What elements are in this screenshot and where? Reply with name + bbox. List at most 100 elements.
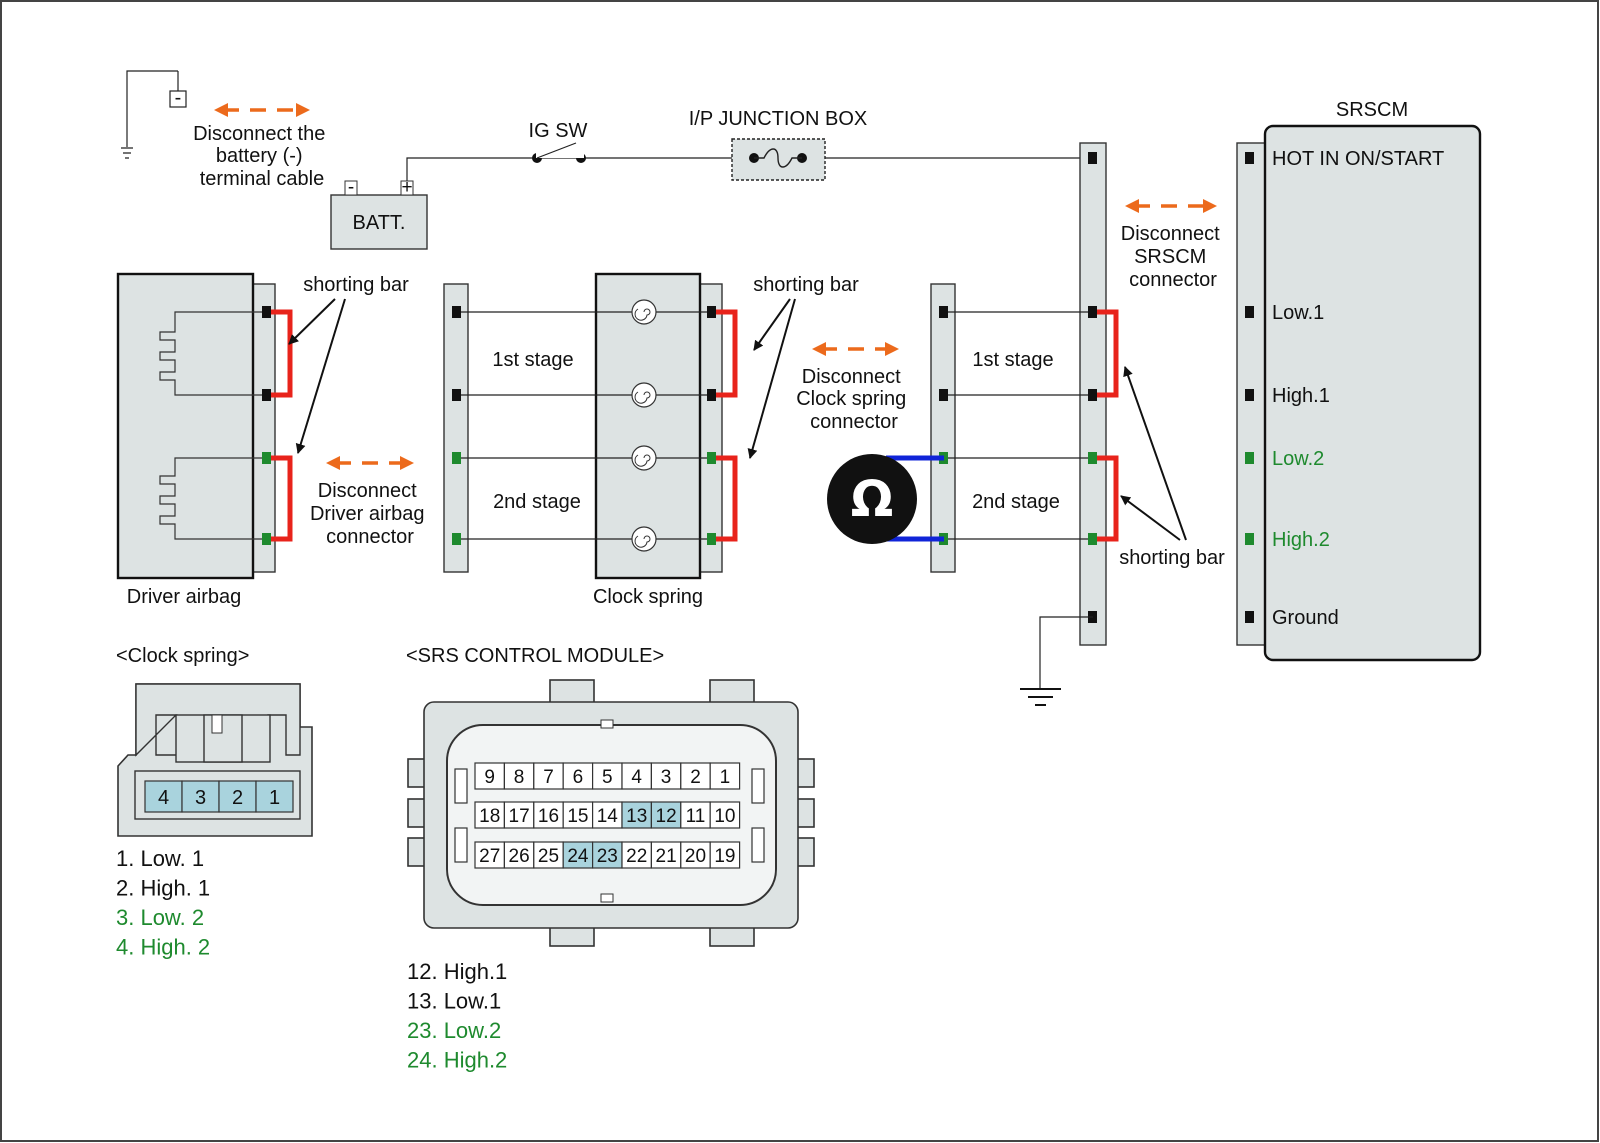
srs-pin-number: 5 [602, 767, 613, 788]
clock-spring-pin-cell [144, 780, 183, 813]
srs-pin-cell [562, 841, 594, 869]
clock-spring-legend-item: 2. High. 1 [116, 876, 210, 901]
disconnect-clock-spring-label: Disconnect Clock spring connector [796, 366, 912, 433]
srs-pin-number: 13 [626, 806, 647, 827]
srscm-pin-marker [1245, 306, 1254, 318]
ohm-icon [827, 454, 917, 544]
srs-pin-number: 12 [656, 806, 677, 827]
srs-pin-cell [562, 801, 594, 829]
clock-spring-connector-title: <Clock spring> [116, 645, 249, 667]
srs-pin-number: 17 [509, 806, 530, 827]
srscm-module: SRSCM HOT IN ON/STARTLow.1High.1Low.2Hig… [1236, 99, 1482, 662]
clock-spring-legend-item: 1. Low. 1 [116, 846, 204, 871]
srscm-pin-marker [1245, 152, 1254, 164]
srs-pin-cell [709, 801, 741, 829]
clock-spring-shorting-bar-1 [716, 309, 738, 398]
srscm-pin-label: High.2 [1272, 529, 1330, 551]
clock-spring-pin-cell [181, 780, 220, 813]
srs-pin-cell [533, 801, 564, 829]
shorting-bar-label-right: shorting bar [1119, 547, 1225, 569]
srs-pin-number: 2 [690, 767, 701, 788]
srs-pin-cell [680, 841, 711, 869]
disconnect-driver-airbag-label: Disconnect Driver airbag connector [310, 480, 430, 548]
battery-positive-wire [406, 157, 1082, 181]
srscm-pin-label: Ground [1272, 607, 1339, 629]
srs-pin-number: 27 [479, 846, 500, 867]
srs-pin-number: 1 [720, 767, 731, 788]
srscm-pin-marker [1245, 611, 1254, 623]
srscm-harness-connector-left [930, 283, 956, 573]
disconnect-clock-spring-arrows [812, 342, 899, 356]
shorting-bar-label-middle: shorting bar [753, 274, 859, 296]
driver-airbag-shorting-bar-2 [271, 455, 293, 542]
disconnect-srscm-arrows [1125, 199, 1217, 213]
srs-pin-number: 3 [661, 767, 672, 788]
srs-pin-number: 19 [714, 846, 735, 867]
shorting-bar-label-left: shorting bar [303, 274, 409, 296]
battery-negative-terminal-sign: - [175, 87, 182, 109]
srs-legend-item: 13. Low.1 [407, 989, 501, 1014]
ip-junction-box: I/P JUNCTION BOX [689, 108, 868, 181]
srs-pin-cell [650, 762, 682, 790]
coil-icon-3 [631, 445, 657, 471]
stage1-label-left: 1st stage [492, 349, 573, 371]
srs-pin-number: 9 [484, 767, 495, 788]
srs-control-module-title: <SRS CONTROL MODULE> [406, 645, 664, 667]
clock-spring-pin-number: 3 [195, 787, 206, 809]
srscm-harness-shorting-bar-2 [1097, 455, 1119, 542]
srs-pin-cell [680, 801, 711, 829]
srs-pin-number: 7 [543, 767, 554, 788]
battery: - + BATT. [330, 177, 428, 250]
ohmmeter: Ω [827, 454, 944, 544]
driver-airbag: Driver airbag [116, 272, 293, 608]
srs-pin-number: 20 [685, 846, 706, 867]
coil-icon-2 [631, 382, 657, 408]
srs-pin-cell [474, 841, 505, 869]
clock-spring-pin-cell [218, 780, 257, 813]
driver-airbag-label: Driver airbag [127, 586, 241, 608]
ip-junction-box-label: I/P JUNCTION BOX [689, 108, 868, 130]
srscm-harness-shorting-bar-1 [1097, 309, 1119, 398]
srs-pin-cell [621, 801, 652, 829]
battery-label: BATT. [353, 212, 406, 234]
srs-pin-cell [680, 762, 711, 790]
battery-minus-label: - [348, 177, 354, 198]
battery-plus-label: + [401, 177, 412, 198]
clock-spring-legend-item: 4. High. 2 [116, 935, 210, 960]
srs-pin-cell [533, 841, 564, 869]
srs-pin-cell [709, 762, 741, 790]
srs-pin-number: 21 [656, 846, 677, 867]
disconnect-srscm-label: Disconnect SRSCM connector [1121, 223, 1226, 291]
srs-pin-number: 26 [509, 846, 530, 867]
clock-spring-legend-item: 3. Low. 2 [116, 905, 204, 930]
srscm-pin-label: High.1 [1272, 385, 1330, 407]
clock-spring-pin-number: 4 [158, 787, 169, 809]
clock-spring-pin-legend: 1. Low. 1 2. High. 1 3. Low. 2 4. High. 2 [116, 846, 210, 960]
srs-legend-item: 23. Low.2 [407, 1018, 501, 1043]
srs-legend-item: 12. High.1 [407, 959, 507, 984]
ohm-symbol: Ω [851, 470, 894, 528]
srscm-pin-label: HOT IN ON/START [1272, 148, 1444, 170]
srs-control-module-pin-legend: 12. High.1 13. Low.1 23. Low.2 24. High.2 [407, 959, 507, 1073]
clock-spring-input-connector [443, 283, 469, 573]
srs-pin-number: 14 [597, 806, 619, 827]
srs-pin-cell [562, 762, 594, 790]
srs-pin-cell [591, 841, 623, 869]
srscm-pin-marker [1245, 389, 1254, 401]
driver-airbag-shorting-bar-1 [271, 309, 293, 398]
srs-pin-number: 15 [567, 806, 588, 827]
srs-pin-number: 10 [714, 806, 735, 827]
srs-pin-number: 25 [538, 846, 559, 867]
srscm-pin-label: Low.2 [1272, 448, 1324, 470]
srs-pin-cell [650, 841, 682, 869]
srs-legend-item: 24. High.2 [407, 1048, 507, 1073]
disconnect-battery-label: Disconnect the battery (-) terminal cabl… [193, 123, 331, 190]
srs-pin-number: 23 [597, 846, 618, 867]
stage2-label-left: 2nd stage [493, 491, 581, 513]
srscm-pin-label: Low.1 [1272, 302, 1324, 324]
ig-switch-label: IG SW [529, 120, 588, 142]
clock-spring-shorting-bar-2 [716, 455, 738, 542]
